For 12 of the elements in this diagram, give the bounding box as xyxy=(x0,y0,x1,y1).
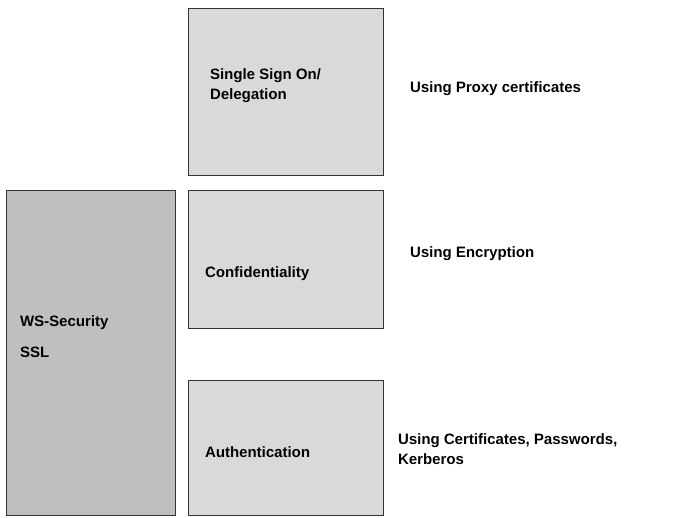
process-box xyxy=(188,8,384,176)
box-label: SSL xyxy=(20,343,50,363)
description-text: Using Proxy certificates xyxy=(410,78,581,98)
box-label: Confidentiality xyxy=(205,263,310,283)
description-text: Using Encryption xyxy=(410,243,534,263)
box-label: Authentication xyxy=(205,443,310,463)
box-label: Single Sign On/ Delegation xyxy=(210,65,322,105)
box-label: WS-Security xyxy=(20,312,108,332)
process-box xyxy=(188,190,384,329)
process-box xyxy=(6,190,176,516)
process-box xyxy=(188,380,384,516)
description-text: Using Certificates, Passwords, Kerberos xyxy=(398,430,618,470)
